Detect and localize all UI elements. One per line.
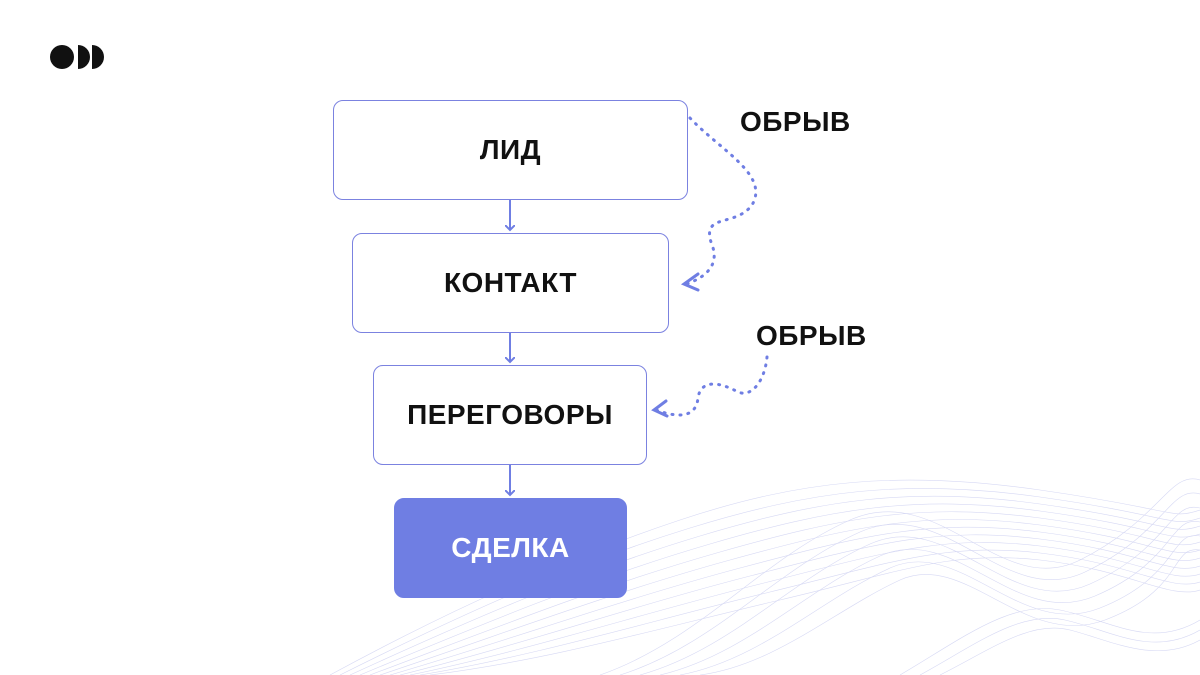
logo-circle-icon	[50, 45, 74, 69]
dropoff-curve-2	[654, 355, 769, 417]
dropoff-arrowhead-1	[680, 272, 700, 292]
stage-contact: КОНТАКТ	[352, 233, 669, 333]
stage-deal: СДЕЛКА	[394, 498, 627, 598]
brand-logo	[50, 45, 104, 69]
dropoff-label-1: ОБРЫВ	[740, 106, 851, 137]
dropoff-arrowhead-2	[651, 399, 669, 418]
stage-negotiations-label: ПЕРЕГОВОРЫ	[407, 399, 613, 430]
stage-negotiations: ПЕРЕГОВОРЫ	[373, 365, 647, 465]
stage-deal-label: СДЕЛКА	[451, 532, 570, 563]
logo-half-circle-icon-2	[92, 45, 104, 69]
stage-contact-label: КОНТАКТ	[443, 267, 578, 298]
dropoff-curve-1	[684, 116, 758, 286]
dropoff-label-2: ОБРЫВ	[756, 320, 867, 351]
dropoff-arrowheads	[651, 272, 700, 418]
stage-lead-label: ЛИД	[479, 134, 542, 165]
logo-half-circle-icon	[78, 45, 90, 69]
stage-lead: ЛИД	[333, 100, 688, 200]
dropoff-curves	[654, 116, 769, 417]
